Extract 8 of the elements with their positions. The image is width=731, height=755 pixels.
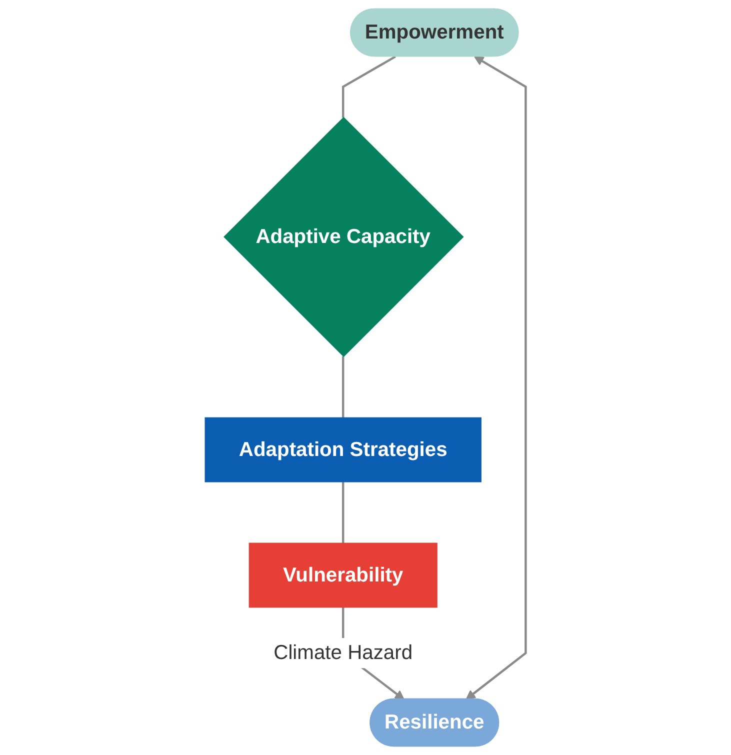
- edge-label: Climate Hazard: [274, 641, 413, 664]
- node-box: Adaptation Strategies: [204, 417, 482, 482]
- node-box: Vulnerability: [248, 542, 438, 608]
- connector: [342, 56, 396, 118]
- node-diamond: Adaptive Capacity: [224, 116, 464, 358]
- arrow: [466, 56, 527, 700]
- connector: [342, 482, 344, 544]
- connector: [342, 356, 344, 418]
